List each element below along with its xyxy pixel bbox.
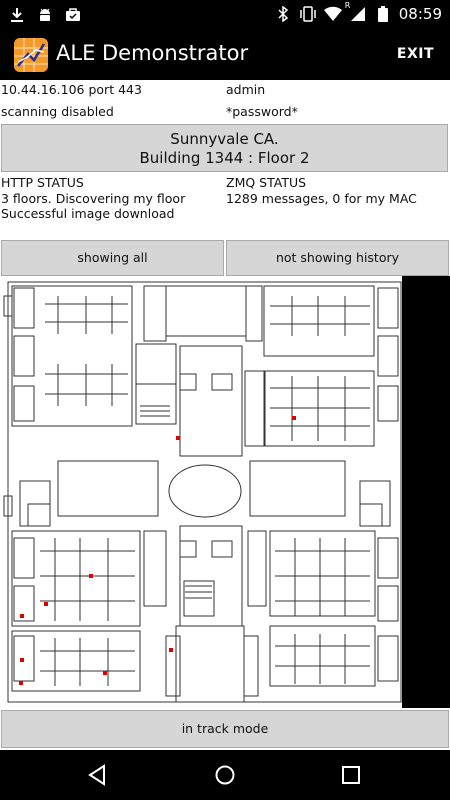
http-status-heading: HTTP STATUS [1,175,84,190]
main-content: 10.44.16.106 port 443 admin scanning dis… [0,80,450,750]
battery-icon [374,5,392,23]
back-icon[interactable] [86,764,108,790]
track-mode-button[interactable]: in track mode [1,710,449,748]
recents-icon[interactable] [341,765,361,789]
wifi-icon [323,5,342,23]
http-status-download: Successful image download [1,206,175,221]
signal-icon: R [345,1,367,23]
android-icon [36,6,54,24]
server-address: 10.44.16.106 port 443 [1,82,142,97]
location-city: Sunnyvale CA. [170,130,279,148]
vibrate-icon [299,5,317,23]
app-logo-icon [14,38,48,72]
location-button[interactable]: Sunnyvale CA. Building 1344 : Floor 2 [1,124,448,172]
download-icon [8,6,26,24]
floor-plan [0,276,402,708]
username-field[interactable]: admin [226,82,266,97]
location-building-floor: Building 1344 : Floor 2 [139,149,310,167]
showing-all-button[interactable]: showing all [1,240,224,276]
clock: 08:59 [398,5,442,23]
http-status-floors: 3 floors. Discovering my floor [1,191,186,206]
home-icon[interactable] [214,764,236,790]
device-markers [19,416,296,685]
navigation-bar [0,750,450,800]
history-button[interactable]: not showing history [226,240,449,276]
floor-map[interactable] [0,276,450,708]
password-field[interactable]: *password* [226,104,298,119]
bluetooth-icon [274,5,292,23]
scanning-status: scanning disabled [1,104,114,119]
roaming-badge: R [344,1,351,10]
zmq-status-messages: 1289 messages, 0 for my MAC [226,191,417,206]
exit-button[interactable]: EXIT [396,46,434,62]
zmq-status-heading: ZMQ STATUS [226,175,307,190]
status-bar: R 08:59 [0,0,450,30]
briefcase-icon [64,6,82,24]
app-title: ALE Demonstrator [56,41,249,65]
app-bar: ALE Demonstrator EXIT [0,30,450,80]
